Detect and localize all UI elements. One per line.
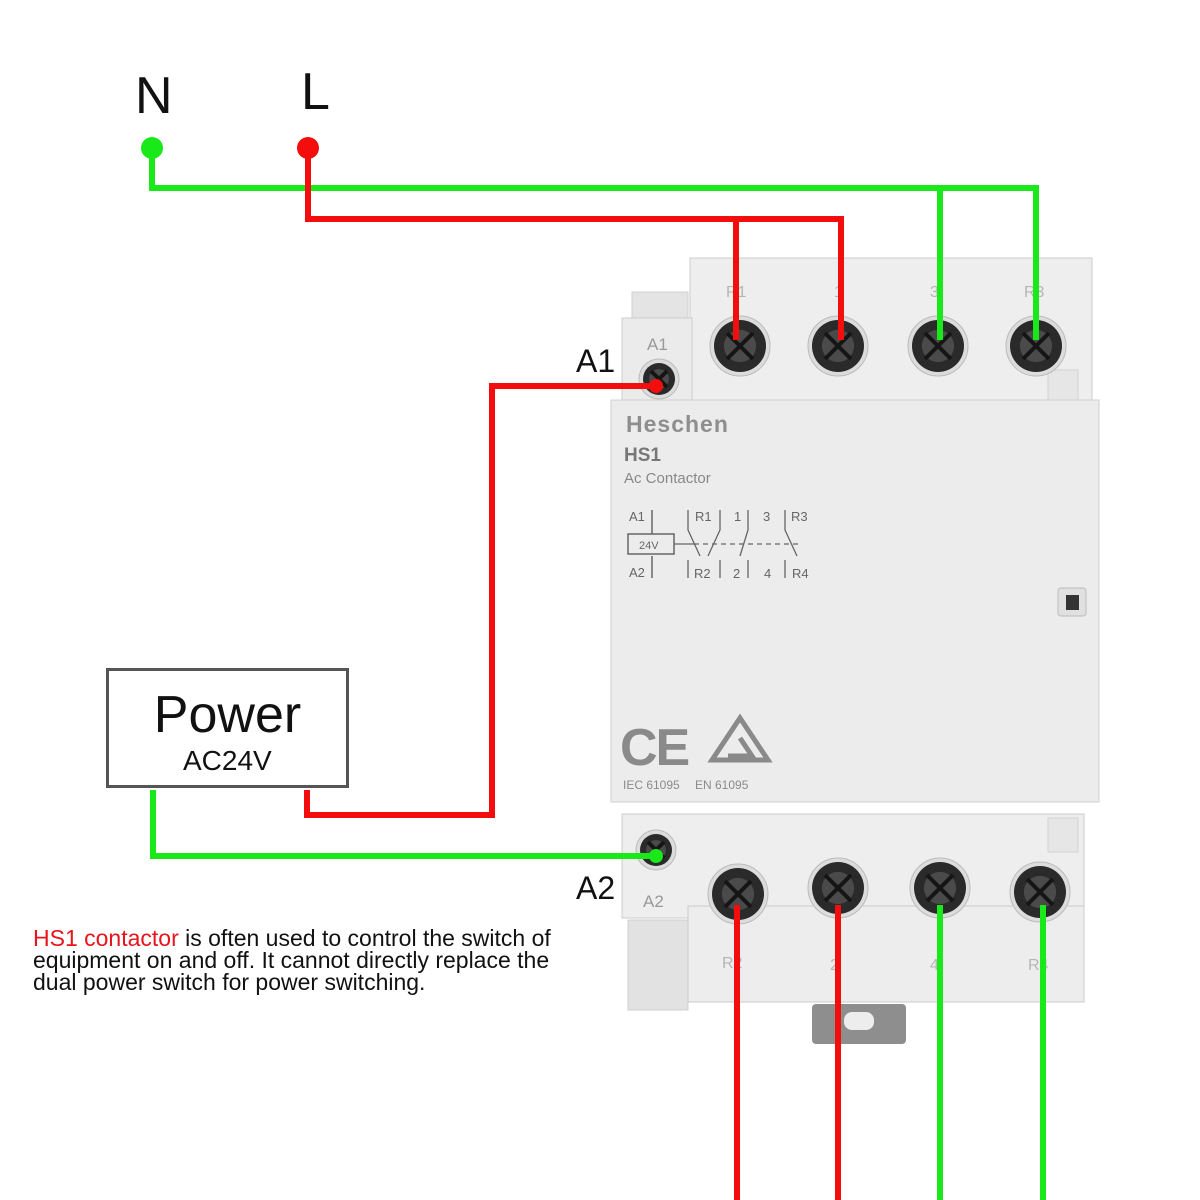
- top-terminal-label-3: 3: [930, 284, 939, 301]
- power-to-a2-wire: [150, 790, 658, 859]
- a1-terminal-screw: [638, 358, 680, 400]
- bottom-terminal-screw-1: [707, 863, 769, 925]
- neutral-terminal-dot: [141, 137, 163, 159]
- usage-note-highlight: HS1 contactor: [33, 925, 179, 951]
- a2-wire-end-dot: [649, 849, 663, 863]
- bottom-terminal-lower: [687, 905, 1085, 1003]
- a2-label: A2: [576, 870, 616, 906]
- schematic-top-r1: R1: [695, 509, 712, 524]
- top-terminal-screw-2: [807, 315, 869, 377]
- brand-label: Heschen: [626, 411, 729, 437]
- device-rail-bottom: [627, 919, 689, 1011]
- contactor-device: [610, 257, 1100, 1044]
- live-label: L: [301, 63, 330, 121]
- schematic-top-3: 3: [763, 509, 770, 524]
- schematic-bottom-4: 4: [764, 566, 771, 581]
- live-terminal-dot: [297, 137, 319, 159]
- device-rail-top: [631, 291, 689, 323]
- din-clip-slot: [844, 1012, 874, 1030]
- bottom-terminal-label-2: 2: [830, 957, 839, 974]
- standard-en: EN 61095: [695, 778, 749, 792]
- neutral-bus-wire: [149, 150, 1039, 340]
- usage-note-line-2: equipment on and off. It cannot directly…: [33, 947, 550, 973]
- schematic-bottom-r4: R4: [792, 566, 809, 581]
- device-schematic: A1 A2 24V R1 1 3 R3 R2 2 4 R4: [627, 509, 809, 581]
- top-notch: [1047, 369, 1079, 405]
- a1-label: A1: [576, 343, 616, 379]
- device-face: [610, 399, 1100, 803]
- usage-note-line-1-rest: is often used to control the switch of: [178, 925, 551, 951]
- triangle-cert-icon: [707, 713, 773, 763]
- neutral-label: N: [135, 67, 173, 125]
- wires: [149, 150, 1046, 1200]
- power-voltage: AC24V: [183, 745, 272, 776]
- schematic-coil-top: A1: [629, 509, 645, 524]
- schematic-top-r3: R3: [791, 509, 808, 524]
- top-terminal-screw-3: [907, 315, 969, 377]
- bottom-terminal-label-3: 4: [930, 957, 939, 974]
- schematic-top-1: 1: [734, 509, 741, 524]
- top-terminal-screw-4: [1005, 315, 1067, 377]
- schematic-bottom-r2: R2: [694, 566, 711, 581]
- type-label: Ac Contactor: [624, 470, 711, 487]
- schematic-bottom-2: 2: [733, 566, 740, 581]
- power-supply-box: Power AC24V: [106, 668, 349, 788]
- power-to-a1-wire: [304, 383, 660, 818]
- power-title: Power: [153, 686, 302, 744]
- usage-note-line-1: HS1 contactor is often used to control t…: [33, 925, 613, 951]
- schematic-coil-voltage: 24V: [639, 540, 659, 552]
- device-a2-label: A2: [643, 892, 664, 911]
- top-terminal-screw-1: [709, 315, 771, 377]
- bottom-terminal-screw-2: [807, 857, 869, 919]
- bottom-notch: [1047, 817, 1079, 853]
- ce-mark: CE: [620, 719, 689, 777]
- status-window-dot: [1066, 595, 1079, 610]
- schematic-coil-bottom: A2: [629, 565, 645, 580]
- standard-iec: IEC 61095: [623, 778, 680, 792]
- a1-wire-end-dot: [649, 379, 663, 393]
- usage-note-line-3: dual power switch for power switching.: [33, 969, 426, 995]
- bottom-terminal-screw-4: [1009, 861, 1071, 923]
- device-a1-label: A1: [647, 335, 668, 354]
- usage-note: HS1 contactor is often used to control t…: [33, 925, 613, 995]
- live-bus-wire: [305, 150, 844, 340]
- model-label: HS1: [624, 445, 661, 466]
